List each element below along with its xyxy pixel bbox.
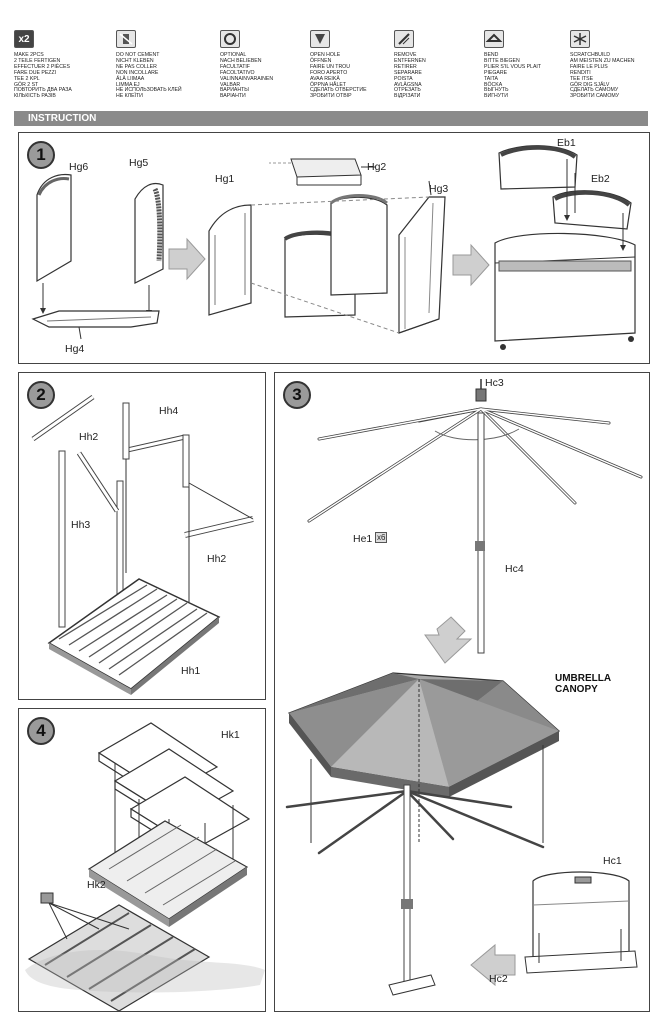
- legend-make-2: x2 MAKE 2pcs 2 TEILE FERTIGEN EFFECTUER …: [14, 30, 102, 100]
- part-label-hk2: Hk2: [87, 879, 106, 891]
- legend-open-hole: OPEN HOLE ÖFFNEN FAIRE UN TROU FORO APER…: [310, 30, 398, 100]
- step-1-drawing: [31, 145, 636, 350]
- bend-icon: [484, 30, 504, 48]
- glue-crossed-icon: [116, 30, 136, 48]
- part-label-hh4: Hh4: [159, 405, 179, 417]
- part-label-he1: He1: [353, 533, 373, 545]
- legend-bend: BEND BITTE BIEGEN PLIER S'IL VOUS PLAIT …: [484, 30, 572, 100]
- step-4-drawing: [27, 722, 251, 1011]
- part-label-hg5: Hg5: [129, 157, 149, 169]
- part-label-hh3: Hh3: [71, 519, 91, 531]
- part-label-hc3: Hc3: [485, 377, 504, 389]
- step-3-number: 3: [283, 381, 311, 409]
- step-2-number: 2: [27, 381, 55, 409]
- step-1-number: 1: [27, 141, 55, 169]
- part-label-hg1: Hg1: [215, 173, 235, 185]
- he1-multiplier-badge: x6: [375, 532, 388, 543]
- step-3-panel: 3 Hc3 He1 x6 Hc4 UMBRELLA CANOPY Hc1 Hc2: [274, 372, 650, 1012]
- part-label-eb2: Eb2: [591, 173, 610, 185]
- part-label-hh2-right: Hh2: [207, 553, 227, 565]
- part-label-hg6: Hg6: [69, 161, 89, 173]
- legend-do-not-cement: DO NOT CEMENT NICHT KLEBEN NE PAS COLLER…: [116, 30, 204, 100]
- umbrella-canopy-label: UMBRELLA CANOPY: [555, 673, 612, 695]
- step-4-number: 4: [27, 717, 55, 745]
- step-3-drawing: [285, 379, 643, 996]
- part-label-hh2-top: Hh2: [79, 431, 99, 443]
- symbol-legend: x2 MAKE 2pcs 2 TEILE FERTIGEN EFFECTUER …: [14, 30, 654, 110]
- legend-optional: OPTIONAL NACH BELIEBEN FACULTATIF FACOLT…: [220, 30, 308, 100]
- instruction-header: INSTRUCTION: [14, 111, 648, 126]
- drill-icon: [310, 30, 330, 48]
- part-label-hc1: Hc1: [603, 855, 622, 867]
- part-label-hc2: Hc2: [489, 973, 508, 985]
- legend-scratchbuild: SCRATCHBUILD AM MEISTEN ZU MACHEN FAIRE …: [570, 30, 658, 100]
- part-label-eb1: Eb1: [557, 137, 576, 149]
- watermark-graphic: [25, 950, 265, 993]
- part-label-hg3: Hg3: [429, 183, 449, 195]
- step-4-panel: 4 Hk1 Hk2: [18, 708, 266, 1012]
- step-1-panel: 1 Hg6 Hg5 Hg4 Hg1 Hg2 Hg3 Eb1 Eb2: [18, 132, 650, 364]
- part-label-hh1: Hh1: [181, 665, 201, 677]
- optional-icon: [220, 30, 240, 48]
- step-2-panel: 2 Hh2 Hh4 Hh3 Hh2 Hh1: [18, 372, 266, 700]
- knife-icon: [394, 30, 414, 48]
- part-label-hk1: Hk1: [221, 729, 240, 741]
- part-label-hc4: Hc4: [505, 563, 524, 575]
- part-label-hg4: Hg4: [65, 343, 85, 355]
- part-label-hg2: Hg2: [367, 161, 387, 173]
- legend-remove: REMOVE ENTFERNEN RETIRER SEPARARE POISTA…: [394, 30, 482, 100]
- step-2-drawing: [31, 394, 254, 695]
- x2-icon: x2: [14, 30, 34, 48]
- scratchbuild-icon: [570, 30, 590, 48]
